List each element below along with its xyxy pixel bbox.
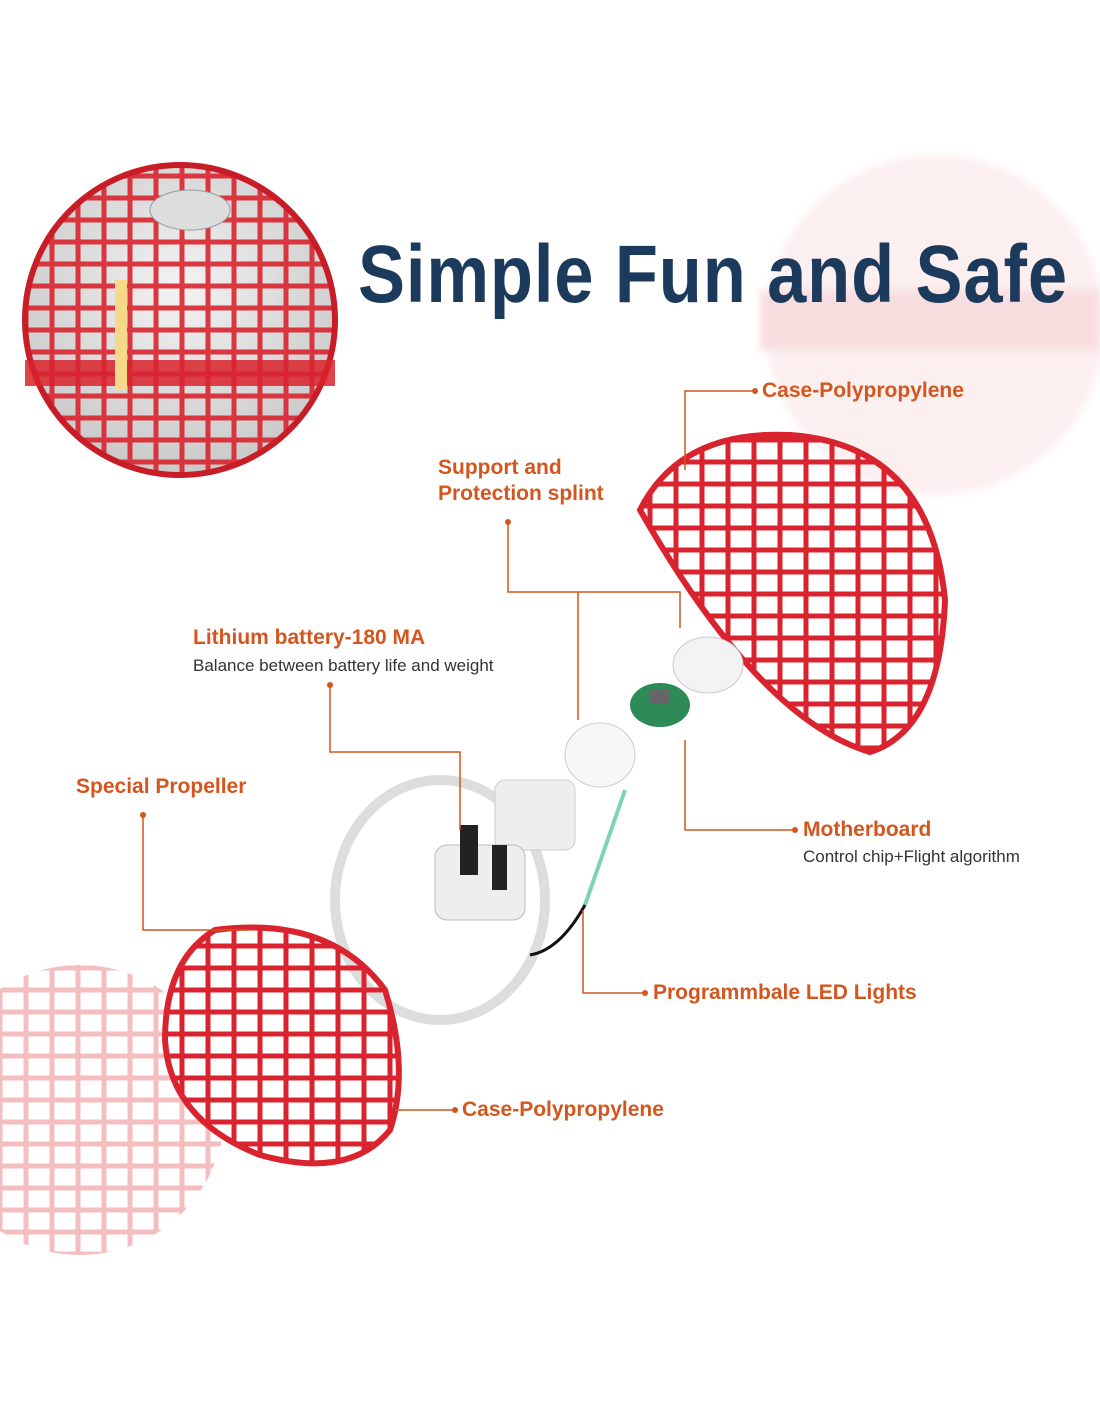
label-motherboard: Motherboard <box>803 818 932 841</box>
label-motherboard-desc: Control chip+Flight algorithm <box>803 847 1020 866</box>
leader-dots <box>140 388 798 1113</box>
leader-lines <box>142 390 795 1111</box>
label-battery-desc: Balance between battery life and weight <box>193 656 494 675</box>
motherboard-image <box>630 683 690 727</box>
page-title: Simple Fun and Safe <box>358 229 1068 320</box>
label-case-bottom: Case-Polypropylene <box>462 1098 664 1121</box>
flying-ball-product-image <box>22 162 338 478</box>
label-propeller: Special Propeller <box>76 775 247 798</box>
propeller-core-image <box>330 722 636 1025</box>
label-case-top: Case-Polypropylene <box>762 379 964 402</box>
protection-splint-image <box>672 636 744 694</box>
blurred-ball-top-right <box>760 155 1100 495</box>
label-battery: Lithium battery-180 MA <box>193 626 426 649</box>
label-led: Programmbale LED Lights <box>653 981 917 1004</box>
case-bottom-half-image <box>161 924 402 1167</box>
case-top-half-image <box>636 431 949 756</box>
label-support-line2: Protection splint <box>438 482 604 505</box>
label-support-line1: Support and <box>438 456 562 479</box>
